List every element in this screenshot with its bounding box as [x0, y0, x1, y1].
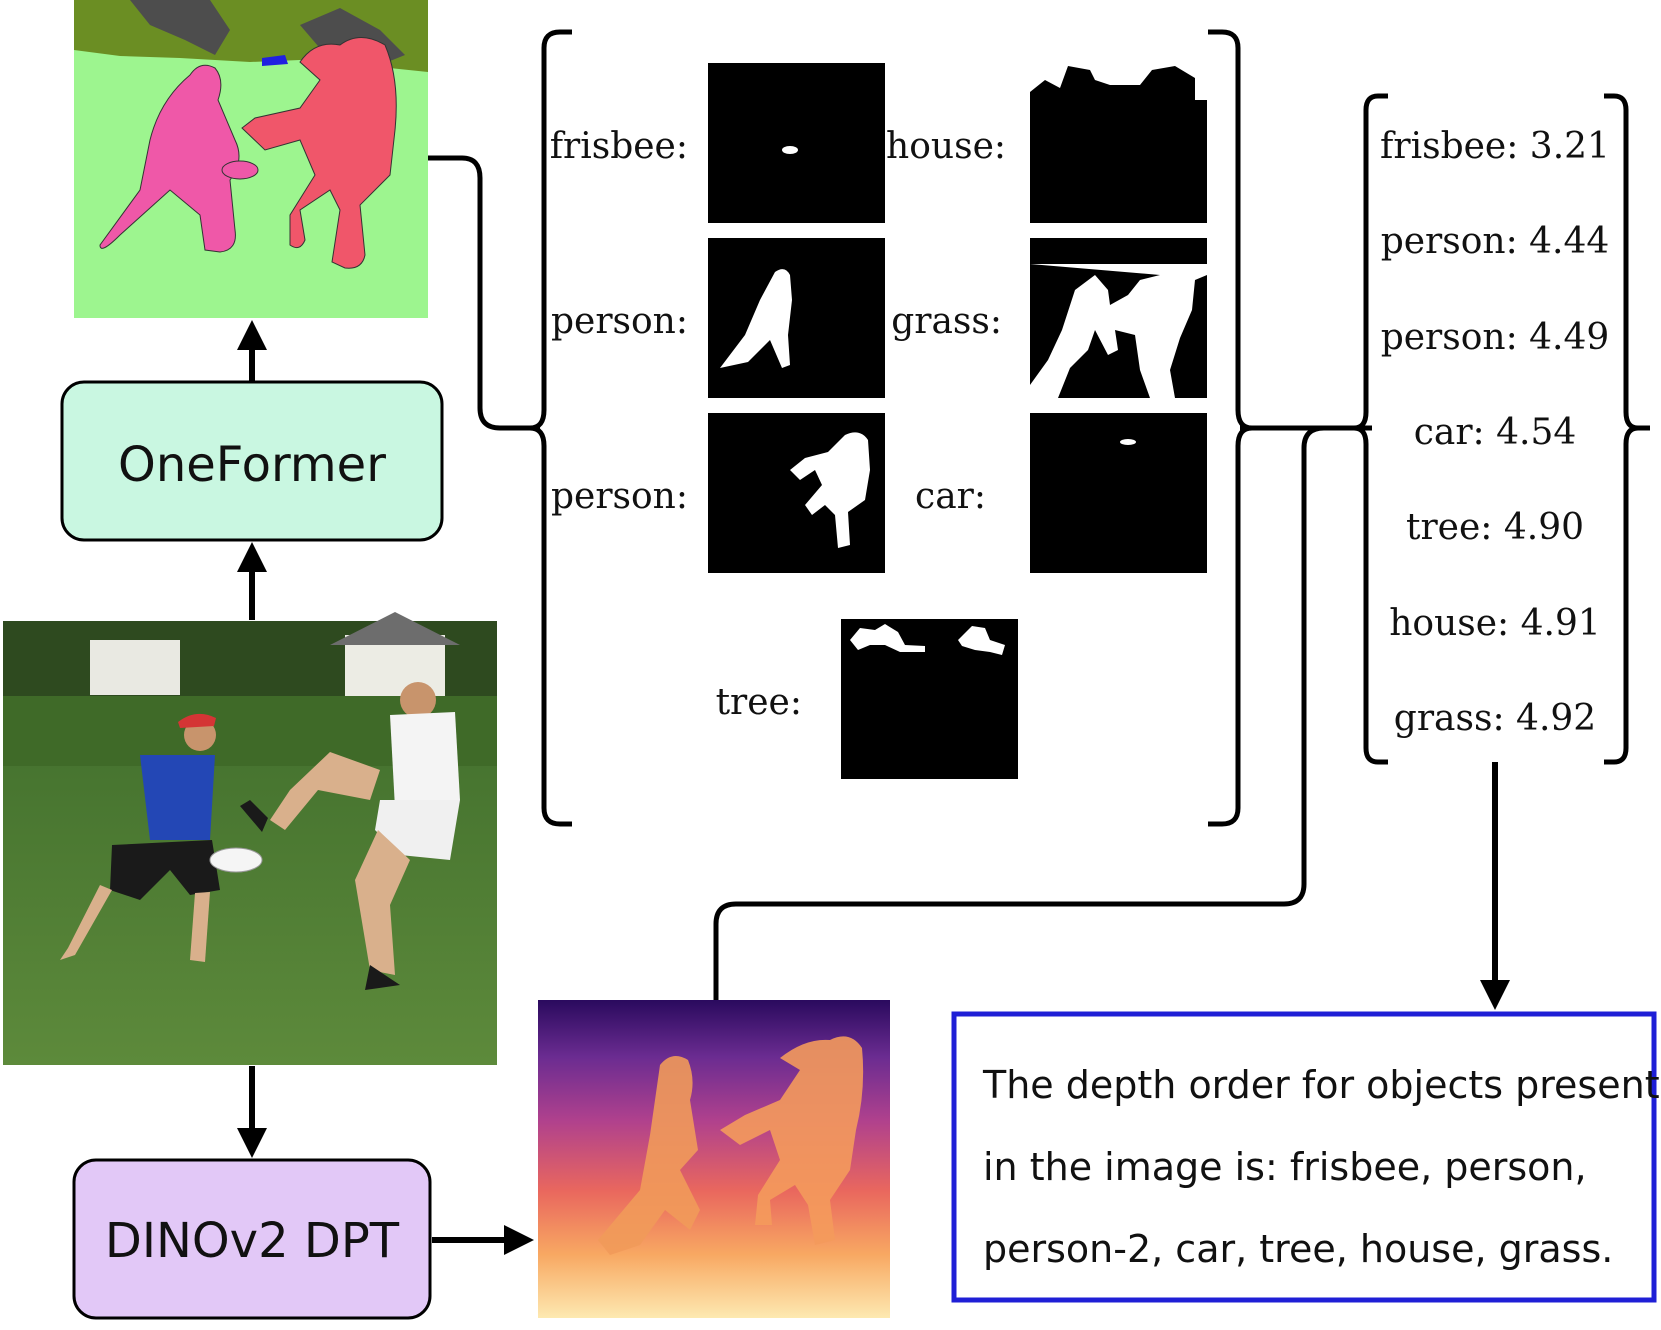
mask-frisbee: frisbee: [550, 63, 885, 223]
dinov2-dpt-box: DINOv2 DPT [72, 1158, 432, 1320]
depth-score: car: 4.54 [1414, 412, 1577, 453]
mask-label: car: [915, 476, 986, 517]
mask-car: car: [915, 413, 1207, 573]
mask-person-2: person: [551, 413, 885, 573]
depth-score: tree: 4.90 [1406, 507, 1584, 548]
mask-grass: grass: [891, 238, 1207, 398]
mask-label: frisbee: [550, 126, 688, 167]
answer-box [951, 1011, 1657, 1303]
depth-map [538, 1000, 890, 1318]
mask-house: house: [886, 63, 1207, 223]
mask-label: person: [551, 476, 688, 517]
mask-tree: tree: [716, 619, 1018, 779]
answer-line: in the image is: frisbee, person, [983, 1145, 1587, 1189]
connector-depthmap-to-scores [713, 425, 1372, 1000]
mask-label: grass: [891, 301, 1002, 342]
mask-set-left-brace [529, 29, 572, 827]
mask-label: person: [551, 301, 688, 342]
answer-line: person-2, car, tree, house, grass. [983, 1227, 1614, 1271]
depth-score: person: 4.44 [1381, 221, 1610, 262]
answer-text: The depth order for objects present in t… [983, 1044, 1661, 1290]
oneformer-box: OneFormer [60, 380, 444, 542]
segmentation-map [74, 0, 428, 318]
oneformer-label: OneFormer [118, 437, 386, 493]
depth-score: frisbee: 3.21 [1380, 126, 1610, 167]
answer-line: The depth order for objects present [983, 1063, 1660, 1107]
depth-score: house: 4.91 [1389, 603, 1601, 644]
scores-right-brace [1604, 93, 1650, 765]
mask-person: person: [551, 238, 885, 398]
depth-score-list: frisbee: 3.21 person: 4.44 person: 4.49 … [1380, 126, 1610, 739]
mask-label: house: [886, 126, 1006, 167]
connector-segmap-to-masks [428, 155, 540, 431]
input-photo [3, 612, 497, 1065]
depth-score: person: 4.49 [1381, 317, 1610, 358]
dinov2-dpt-label: DINOv2 DPT [105, 1213, 400, 1269]
flow-arrows [237, 320, 1510, 1255]
mask-set-right-brace [1208, 29, 1253, 827]
mask-label: tree: [716, 682, 802, 723]
scores-left-brace [1353, 93, 1388, 765]
depth-score: grass: 4.92 [1394, 698, 1596, 739]
